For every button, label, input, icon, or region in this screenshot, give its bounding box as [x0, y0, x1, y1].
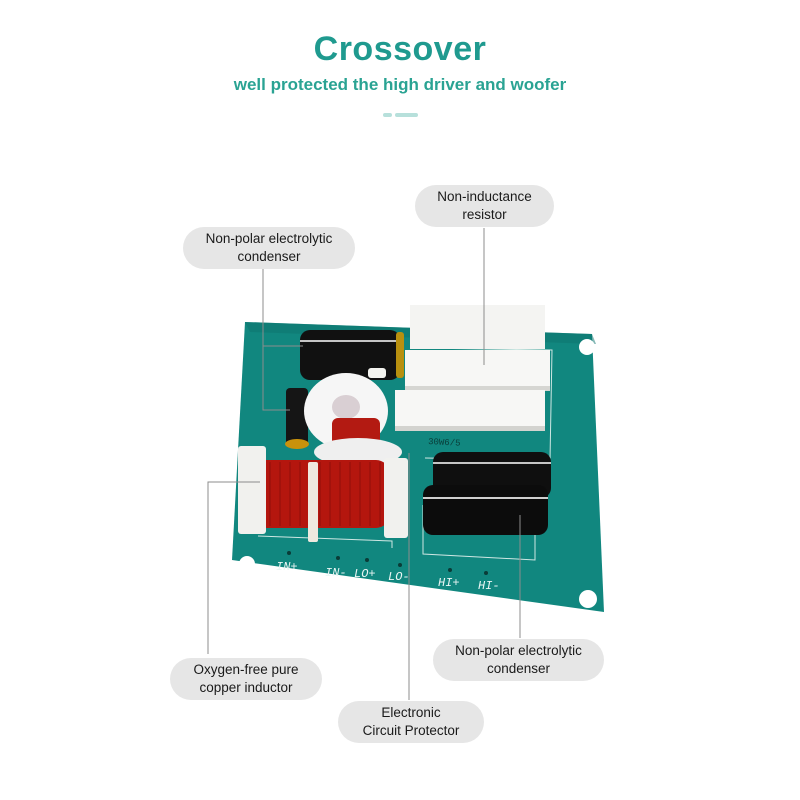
- mounting-hole-icon: [579, 339, 595, 355]
- callout-text: Electronic Circuit Protector: [362, 705, 460, 738]
- capacitor-small: [286, 388, 308, 446]
- terminal-hi-plus: HI+: [438, 576, 460, 590]
- resistor-1: [410, 305, 545, 349]
- leader-line-condenser-top-2: [262, 346, 290, 411]
- callout-non-inductance-resistor: Non-inductance resistor: [415, 185, 554, 227]
- page-subtitle: well protected the high driver and woofe…: [233, 75, 567, 94]
- leader-line-inductor: [207, 481, 260, 654]
- callout-non-polar-condenser-bottom: Non-polar electrolytic condenser: [433, 639, 604, 681]
- terminal-lo-plus: LO+: [354, 567, 376, 581]
- mounting-hole-icon: [579, 590, 597, 608]
- resistor-2: [405, 350, 550, 390]
- terminal-lo-minus: LO-: [388, 570, 410, 584]
- callout-text: Oxygen-free pure copper inductor: [193, 662, 299, 695]
- capacitor-bottom-2: [423, 485, 548, 535]
- resistor-marking: 30W6/5: [428, 437, 461, 449]
- callout-circuit-protector: Electronic Circuit Protector: [338, 701, 484, 743]
- page-title: Crossover: [313, 30, 487, 68]
- terminal-in-plus: IN+: [276, 560, 298, 574]
- terminal-hi-minus: HI-: [478, 579, 500, 593]
- callout-text: Non-inductance resistor: [437, 189, 532, 222]
- mounting-hole-icon: [239, 556, 255, 572]
- title-divider-bar: [395, 113, 418, 117]
- resistor-3: [395, 390, 545, 430]
- callout-non-polar-condenser-top: Non-polar electrolytic condenser: [183, 227, 355, 269]
- capacitor-top: [300, 330, 400, 380]
- title-divider-dot: [383, 113, 392, 117]
- terminal-in-minus: IN-: [325, 566, 347, 580]
- callout-text: Non-polar electrolytic condenser: [455, 643, 582, 676]
- callout-copper-inductor: Oxygen-free pure copper inductor: [170, 658, 322, 700]
- callout-text: Non-polar electrolytic condenser: [205, 231, 333, 264]
- leader-lines: [207, 228, 521, 700]
